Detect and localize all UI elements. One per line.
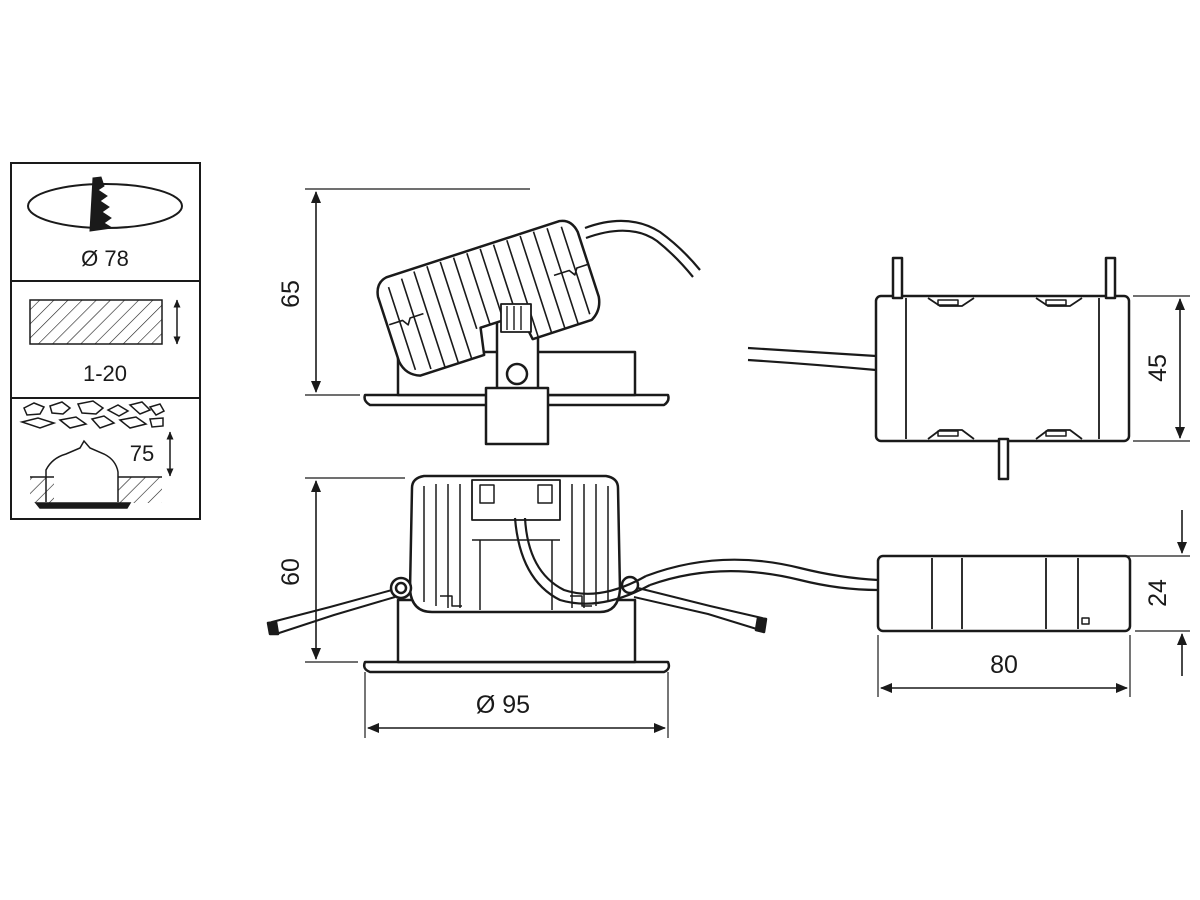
dimension-driver-width bbox=[1133, 295, 1190, 442]
upright-luminaire-view bbox=[266, 474, 768, 674]
spring-clip-right bbox=[633, 587, 763, 631]
driver-side-view bbox=[876, 554, 1132, 633]
dimension-upright-height bbox=[305, 477, 405, 663]
diameter-label: Ø 95 bbox=[476, 691, 530, 719]
driver-cable bbox=[645, 558, 879, 592]
ceiling-thickness-icon bbox=[29, 299, 181, 345]
trim-ring-bottom bbox=[362, 660, 671, 674]
dimension-driver-length bbox=[877, 635, 1131, 697]
cutout-diameter-label: Ø 78 bbox=[81, 246, 129, 271]
recess-depth-icon bbox=[19, 400, 174, 509]
driver-length-label: 80 bbox=[990, 651, 1018, 679]
dimension-driver-height bbox=[1125, 510, 1190, 676]
spring-clip-left bbox=[271, 589, 396, 635]
driver-body-top bbox=[874, 294, 1131, 443]
tilted-heatsink bbox=[376, 219, 601, 377]
dimension-tilted-height bbox=[305, 188, 530, 396]
ceiling-thickness-label: 1-20 bbox=[83, 361, 127, 386]
dimension-diameter bbox=[364, 672, 669, 738]
cable-tilted bbox=[584, 219, 701, 271]
cutout-saw-icon bbox=[27, 176, 183, 232]
driver-top-view bbox=[747, 256, 1131, 481]
driver-height-label: 24 bbox=[1144, 579, 1172, 607]
installation-panel: Ø 78 1-20 75 bbox=[10, 162, 201, 520]
upright-heatsink bbox=[408, 474, 622, 614]
tilted-height-label: 65 bbox=[277, 280, 305, 308]
driver-width-label: 45 bbox=[1144, 354, 1172, 382]
driver-body-side bbox=[876, 554, 1132, 633]
upright-height-label: 60 bbox=[277, 558, 305, 586]
tilted-luminaire-view bbox=[363, 219, 701, 446]
recess-depth-label: 75 bbox=[130, 441, 154, 466]
